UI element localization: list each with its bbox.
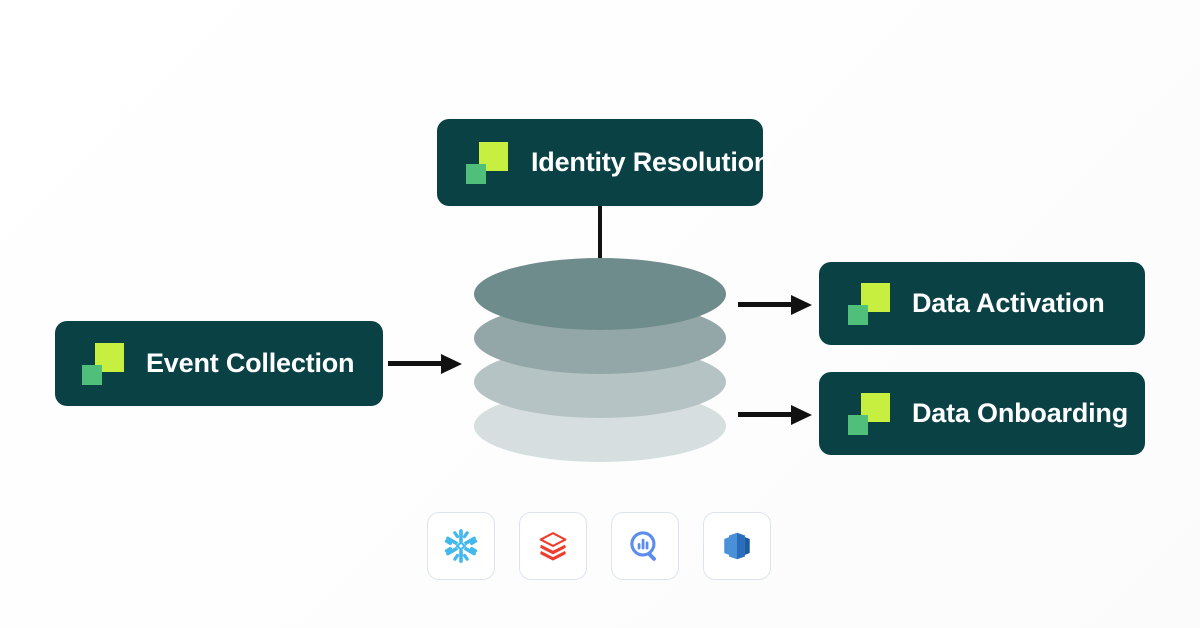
integration-tile-row [427,512,771,580]
node-label-data-onboarding: Data Onboarding [912,398,1129,428]
arrow-datastore-to-activation [738,295,812,315]
datastore-cylinder-icon [474,258,726,466]
brand-squares-logo-icon [848,282,890,325]
node-event-collection[interactable]: Event Collection [55,321,383,406]
connector-identity-to-datastore [598,204,602,270]
node-label-identity-resolution: Identity Resolution [531,147,771,177]
node-identity-resolution[interactable]: Identity Resolution [437,119,770,206]
datastore-layer-1 [474,258,726,330]
snowflake-icon [444,529,478,563]
integration-tile-bigquery[interactable] [611,512,679,580]
integration-tile-databricks[interactable] [519,512,587,580]
arrow-event-to-datastore [388,354,462,374]
bigquery-icon [630,531,656,561]
brand-squares-logo-icon [466,141,508,184]
integration-tile-redshift[interactable] [703,512,771,580]
node-data-activation[interactable]: Data Activation [819,262,1145,345]
databricks-icon [539,532,567,561]
redshift-icon [724,532,750,560]
integration-tile-snowflake[interactable] [427,512,495,580]
brand-squares-logo-icon [82,342,124,385]
node-label-data-activation: Data Activation [912,288,1105,318]
arrow-datastore-to-onboarding [738,405,812,425]
brand-squares-logo-icon [848,392,890,435]
node-data-onboarding[interactable]: Data Onboarding [819,372,1145,455]
node-label-event-collection: Event Collection [146,348,355,378]
